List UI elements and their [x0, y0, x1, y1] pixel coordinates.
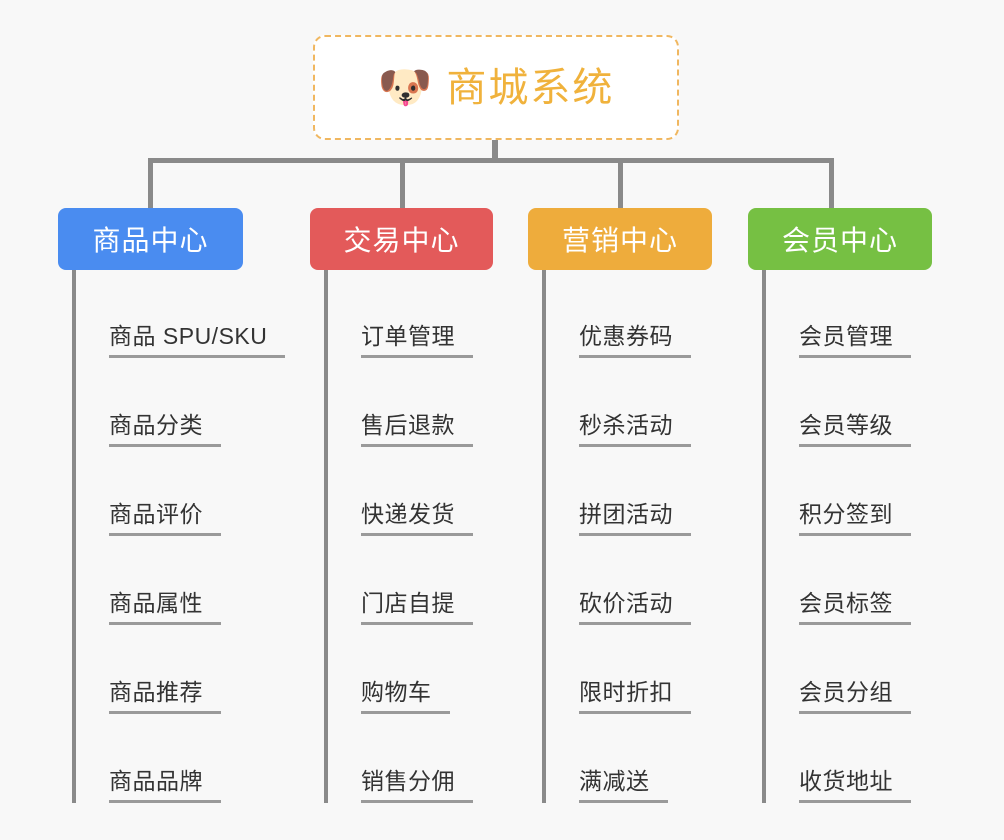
category-column-trade: 交易中心 订单管理 售后退款 快递发货 门店自提 购物车 销售分佣 — [310, 208, 493, 803]
leaf-label: 商品推荐 — [109, 678, 203, 705]
leaf-label: 会员等级 — [799, 411, 893, 438]
leaf-label: 销售分佣 — [361, 767, 455, 794]
connector-drop-3 — [618, 158, 623, 208]
leaf-label: 门店自提 — [361, 589, 455, 616]
leaf-item[interactable]: 会员标签 — [766, 536, 932, 625]
leaf-item[interactable]: 拼团活动 — [546, 447, 712, 536]
leaf-label: 商品属性 — [109, 589, 203, 616]
category-header-member[interactable]: 会员中心 — [748, 208, 932, 270]
dog-face-icon: 🐶 — [377, 62, 433, 112]
leaf-item[interactable]: 购物车 — [328, 625, 493, 714]
category-header-marketing[interactable]: 营销中心 — [528, 208, 712, 270]
leaf-item[interactable]: 限时折扣 — [546, 625, 712, 714]
leaf-item[interactable]: 商品 SPU/SKU — [76, 270, 286, 358]
leaf-label: 会员标签 — [799, 589, 893, 616]
leaf-item[interactable]: 销售分佣 — [328, 714, 493, 803]
leaf-item[interactable]: 收货地址 — [766, 714, 932, 803]
leaf-label: 商品分类 — [109, 411, 203, 438]
connector-drop-1 — [148, 158, 153, 208]
leaf-item[interactable]: 商品评价 — [76, 447, 285, 536]
leaf-list-product: 商品 SPU/SKU 商品分类 商品评价 商品属性 商品推荐 商品品牌 — [72, 270, 286, 803]
leaf-label: 商品品牌 — [109, 767, 203, 794]
leaf-item[interactable]: 秒杀活动 — [546, 358, 712, 447]
leaf-label: 满减送 — [579, 767, 650, 794]
leaf-item[interactable]: 满减送 — [546, 714, 712, 803]
connector-root-stem — [492, 140, 498, 162]
leaf-label: 收货地址 — [799, 767, 893, 794]
category-column-member: 会员中心 会员管理 会员等级 积分签到 会员标签 会员分组 收货地址 — [748, 208, 932, 803]
category-label: 营销中心 — [561, 225, 678, 256]
leaf-label: 会员分组 — [799, 678, 893, 705]
leaf-item[interactable]: 商品属性 — [76, 536, 285, 625]
root-title: 商城系统 — [446, 65, 615, 110]
leaf-item[interactable]: 商品品牌 — [76, 714, 285, 803]
leaf-list-marketing: 优惠券码 秒杀活动 拼团活动 砍价活动 限时折扣 满减送 — [542, 270, 712, 803]
leaf-item[interactable]: 会员等级 — [766, 358, 932, 447]
category-column-product: 商品中心 商品 SPU/SKU 商品分类 商品评价 商品属性 商品推荐 商品品牌 — [58, 208, 286, 803]
root-node[interactable]: 🐶 商城系统 — [313, 35, 679, 140]
category-header-trade[interactable]: 交易中心 — [310, 208, 493, 270]
leaf-list-member: 会员管理 会员等级 积分签到 会员标签 会员分组 收货地址 — [762, 270, 932, 803]
leaf-item[interactable]: 会员管理 — [766, 270, 932, 358]
leaf-label: 秒杀活动 — [579, 411, 673, 438]
leaf-item[interactable]: 砍价活动 — [546, 536, 712, 625]
category-label: 会员中心 — [781, 225, 898, 256]
leaf-list-trade: 订单管理 售后退款 快递发货 门店自提 购物车 销售分佣 — [324, 270, 493, 803]
leaf-item[interactable]: 商品推荐 — [76, 625, 285, 714]
connector-drop-2 — [400, 158, 405, 208]
leaf-item[interactable]: 积分签到 — [766, 447, 932, 536]
leaf-label: 优惠券码 — [579, 322, 673, 349]
category-header-product[interactable]: 商品中心 — [58, 208, 243, 270]
leaf-item[interactable]: 商品分类 — [76, 358, 285, 447]
category-label: 商品中心 — [92, 225, 209, 256]
leaf-label: 限时折扣 — [579, 678, 673, 705]
leaf-item[interactable]: 门店自提 — [328, 536, 493, 625]
connector-drop-4 — [829, 158, 834, 208]
leaf-item[interactable]: 订单管理 — [328, 270, 493, 358]
leaf-label: 积分签到 — [799, 500, 893, 527]
leaf-label: 售后退款 — [361, 411, 455, 438]
leaf-label: 拼团活动 — [579, 500, 673, 527]
leaf-item[interactable]: 快递发货 — [328, 447, 493, 536]
category-column-marketing: 营销中心 优惠券码 秒杀活动 拼团活动 砍价活动 限时折扣 满减送 — [528, 208, 712, 803]
leaf-label: 商品 SPU/SKU — [109, 322, 268, 349]
leaf-label: 商品评价 — [109, 500, 203, 527]
leaf-item[interactable]: 优惠券码 — [546, 270, 712, 358]
leaf-item[interactable]: 售后退款 — [328, 358, 493, 447]
leaf-item[interactable]: 会员分组 — [766, 625, 932, 714]
category-label: 交易中心 — [343, 225, 460, 256]
leaf-label: 订单管理 — [361, 322, 455, 349]
leaf-label: 快递发货 — [361, 500, 455, 527]
leaf-label: 会员管理 — [799, 322, 893, 349]
leaf-label: 砍价活动 — [579, 589, 673, 616]
leaf-label: 购物车 — [361, 678, 432, 705]
connector-horizontal-bus — [148, 158, 834, 163]
